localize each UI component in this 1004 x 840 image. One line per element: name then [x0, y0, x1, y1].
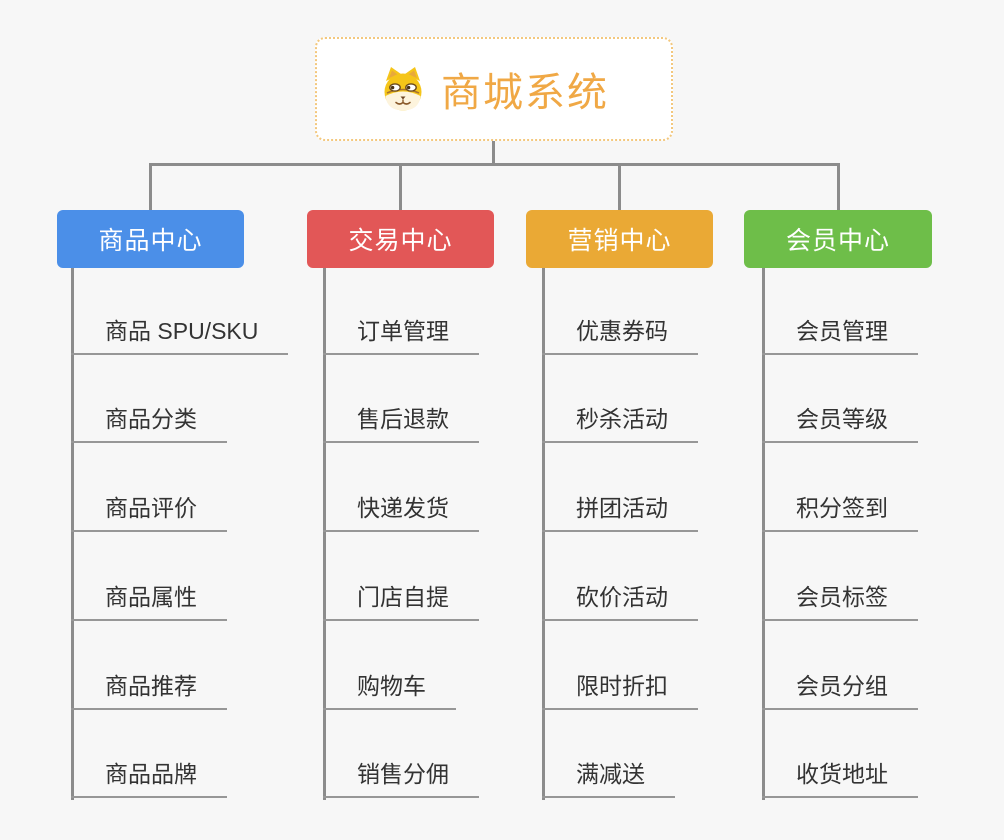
leaf-node[interactable]: 会员等级	[762, 400, 918, 443]
root-node-title: 商城系统	[441, 71, 609, 115]
connector-bus	[149, 163, 840, 166]
leaf-node[interactable]: 商品分类	[71, 400, 227, 443]
leaf-node[interactable]: 商品评价	[71, 489, 227, 532]
connector-trunk	[542, 268, 545, 800]
leaf-node[interactable]: 限时折扣	[542, 667, 698, 710]
leaf-node[interactable]: 满减送	[542, 755, 675, 798]
connector-trunk	[762, 268, 765, 800]
branch-node-label: 商品中心	[98, 227, 203, 255]
leaf-node[interactable]: 会员标签	[762, 578, 918, 621]
leaf-node[interactable]: 秒杀活动	[542, 400, 698, 443]
leaf-node[interactable]: 销售分佣	[323, 755, 479, 798]
branch-node-label: 会员中心	[785, 227, 890, 255]
leaf-node[interactable]: 会员分组	[762, 667, 918, 710]
leaf-node[interactable]: 商品属性	[71, 578, 227, 621]
leaf-node[interactable]: 积分签到	[762, 489, 918, 532]
leaf-node[interactable]: 砍价活动	[542, 578, 698, 621]
connector-drop-product	[149, 165, 152, 210]
dog-face-icon	[379, 65, 427, 113]
branch-node-marketing-center[interactable]: 营销中心	[526, 210, 713, 268]
connector-drop-member	[837, 165, 840, 210]
leaf-node[interactable]: 快递发货	[323, 489, 479, 532]
connector-drop-marketing	[618, 165, 621, 210]
leaf-node[interactable]: 拼团活动	[542, 489, 698, 532]
leaf-node[interactable]: 门店自提	[323, 578, 479, 621]
connector-drop-trade	[399, 165, 402, 210]
branch-node-member-center[interactable]: 会员中心	[744, 210, 932, 268]
leaf-node[interactable]: 商品推荐	[71, 667, 227, 710]
connector-trunk	[323, 268, 326, 800]
root-node-mall-system[interactable]: 商城系统	[315, 37, 673, 141]
branch-node-label: 交易中心	[348, 227, 453, 255]
branch-node-product-center[interactable]: 商品中心	[57, 210, 244, 268]
leaf-node[interactable]: 售后退款	[323, 400, 479, 443]
leaf-node[interactable]: 优惠券码	[542, 312, 698, 355]
leaf-node[interactable]: 收货地址	[762, 755, 918, 798]
leaf-node[interactable]: 订单管理	[323, 312, 479, 355]
branch-node-label: 营销中心	[567, 227, 672, 255]
connector-trunk	[71, 268, 74, 800]
leaf-node[interactable]: 会员管理	[762, 312, 918, 355]
leaf-node[interactable]: 商品品牌	[71, 755, 227, 798]
leaf-node[interactable]: 购物车	[323, 667, 456, 710]
branch-node-trade-center[interactable]: 交易中心	[307, 210, 494, 268]
connector-root-stub	[492, 141, 495, 164]
leaf-node[interactable]: 商品 SPU/SKU	[71, 312, 289, 355]
